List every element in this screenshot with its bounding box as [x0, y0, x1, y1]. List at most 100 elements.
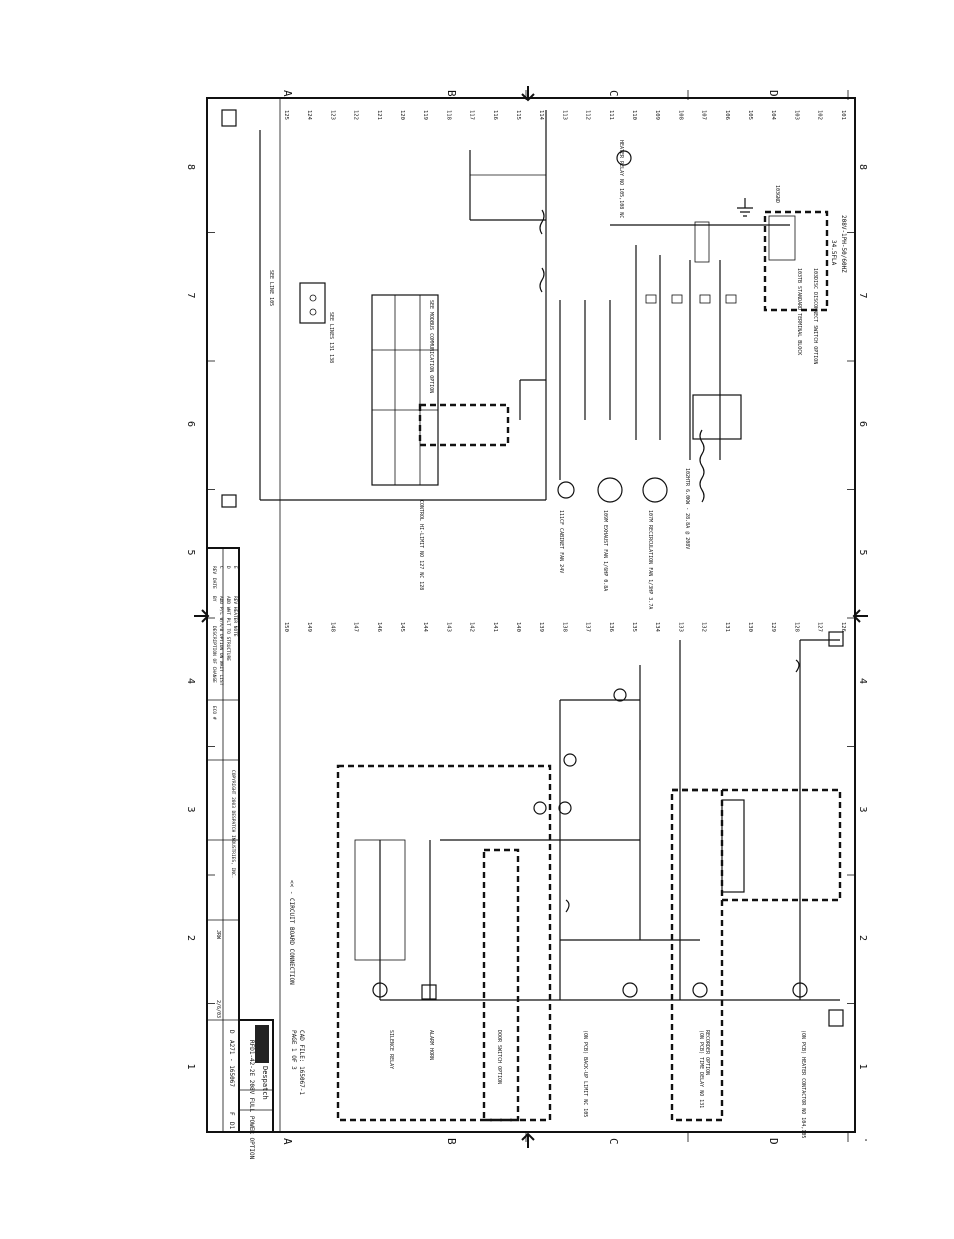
- line-number: 118: [445, 110, 451, 120]
- rotated-labels: 208V-1PH-50/60HZ 34.5FLA 103GND 103DISC …: [211, 140, 847, 1160]
- row-letter-bottom: D: [767, 1138, 780, 1145]
- terminal-l1-l2: [694, 221, 710, 263]
- zone-number-right: 3: [857, 807, 868, 813]
- connector-126: [828, 631, 844, 647]
- line-number: 103: [793, 110, 799, 120]
- lamp-2-icon: [692, 982, 708, 998]
- heater-element-icon: [699, 429, 705, 503]
- title-block: [206, 547, 274, 1133]
- heater-relay-label: HEATER RELAY NO 105,108 NC: [618, 140, 624, 218]
- right-label-1: (ON PCB) HEATER CONTACTOR NO 104,105: [800, 1030, 806, 1138]
- center-arrow-right: [852, 609, 868, 623]
- line-number: 127: [817, 622, 823, 632]
- line-number: 135: [631, 622, 637, 632]
- terminal-block-label: 103TB STANDARD TERMINAL BLOCK: [796, 268, 802, 355]
- zone-number-left: 2: [185, 935, 196, 941]
- breaker-block: [299, 282, 326, 324]
- modbus-option-box: [418, 403, 510, 447]
- lower-circuit: [336, 631, 844, 1122]
- exhaust-fan-label: 109M EXHAUST FAN 1/6HP 0.8A: [602, 510, 608, 591]
- line-number: 101: [840, 110, 846, 120]
- line-number: 104: [770, 110, 776, 121]
- revision-2-rev: D: [225, 566, 231, 569]
- disconnect-label: 103DISC DISCONNECT SWITCH OPTION: [812, 268, 818, 364]
- line-number: 112: [585, 110, 591, 120]
- drawing-title: RFD1-42-2E 208V FULL POWER OPTION: [248, 1040, 255, 1160]
- right-label-2: (ON PCB) TIME DELAY NO 131: [698, 1030, 704, 1108]
- line-number: 116: [492, 110, 498, 120]
- line-number: 136: [608, 622, 614, 632]
- line-number: 123: [329, 110, 335, 120]
- rev-header-date: DATE: [211, 578, 217, 589]
- line-number: 114: [538, 110, 544, 121]
- line-number: 133: [677, 622, 683, 632]
- line-number: 119: [422, 110, 428, 120]
- line-number: 131: [724, 622, 730, 632]
- copyright-label: COPYRIGHT 2003 DESPATCH INDUSTRIES, INC.: [230, 770, 236, 878]
- line-number: 132: [701, 622, 707, 632]
- revision-1-desc: ADD P/L W/A/B OPTION ON WAIT LIST: [218, 596, 224, 686]
- line-number: 138: [561, 622, 567, 632]
- date-label: 2/6/03: [215, 1000, 221, 1018]
- line-number: 142: [469, 622, 475, 632]
- sheet-id: D1: [228, 1122, 235, 1130]
- zone-number-left: 4: [185, 678, 196, 684]
- line-number: 143: [445, 622, 451, 632]
- lamp-3-icon: [622, 982, 638, 998]
- line-number: 120: [399, 110, 405, 120]
- revision-3-rev: E: [232, 566, 238, 569]
- line-number: 145: [399, 622, 405, 632]
- company-name: Despatch: [261, 1066, 269, 1100]
- zone-ticks: [207, 232, 855, 1004]
- line-number: 107: [701, 110, 707, 120]
- line-number: 144: [422, 622, 428, 633]
- line-number: 115: [515, 110, 521, 120]
- line-number: 111: [608, 110, 614, 120]
- alarm-horn-icon: [421, 984, 437, 1000]
- line-number: 126: [840, 622, 846, 632]
- zone-number-right: 7: [857, 293, 868, 299]
- revision-1-rev: C: [218, 566, 224, 569]
- ground-icon: [737, 198, 753, 217]
- line-number: 134: [654, 622, 660, 633]
- row-letter-top: D: [767, 90, 780, 97]
- power-current-label: 34.5FLA: [830, 240, 837, 266]
- drawn-by-label: JRW: [215, 930, 221, 940]
- line-number: 129: [770, 622, 776, 632]
- line-number: 140: [515, 622, 521, 632]
- page-label: PAGE 1 OF 3: [290, 1030, 297, 1070]
- line-number: 121: [376, 110, 382, 120]
- see-lines-label: SEE LINES 131 138: [328, 312, 334, 363]
- rev-header-description: DESCRIPTION OF CHANGE: [211, 626, 217, 683]
- cabinet-fan-icon: [557, 481, 575, 499]
- line-number: 148: [329, 622, 335, 632]
- line-number: 147: [353, 622, 359, 632]
- zone-number-right: 5: [857, 550, 868, 556]
- zone-number-right: 6: [857, 421, 868, 427]
- lamp-1-icon: [792, 982, 808, 998]
- recorder-option-label: RECORDER OPTION: [704, 1030, 710, 1075]
- line-number: 108: [677, 110, 683, 120]
- line-number: 106: [724, 110, 730, 120]
- alarm-option-box: [336, 764, 552, 1122]
- zone-number-left: 5: [185, 550, 196, 556]
- line-number: 117: [469, 110, 475, 120]
- recirculation-fan-icon: [642, 477, 668, 503]
- revision-3-desc: REV HEATER NOTE: [232, 596, 238, 637]
- door-switch-label: DOOR SWITCH OPTION: [496, 1030, 502, 1084]
- zone-number-left: 3: [185, 807, 196, 813]
- zone-number-right: 2: [857, 935, 868, 941]
- line-number: 137: [585, 622, 591, 632]
- modbus-label: SEE MODBUS COMMUNICATION OPTION: [428, 300, 434, 393]
- line-number: 139: [538, 622, 544, 632]
- silence-relay-label: SILENCE RELAY: [388, 1030, 394, 1069]
- line-number: 122: [353, 110, 359, 120]
- recirc-fan-label: 107M RECIRCULATION FAN 1/3HP 3.7A: [647, 510, 653, 609]
- cabinet-fan-label: 111CF CABINET FAN 24V: [558, 510, 564, 573]
- row-letter-bottom: A: [281, 1138, 294, 1145]
- transformer-box: [692, 394, 742, 440]
